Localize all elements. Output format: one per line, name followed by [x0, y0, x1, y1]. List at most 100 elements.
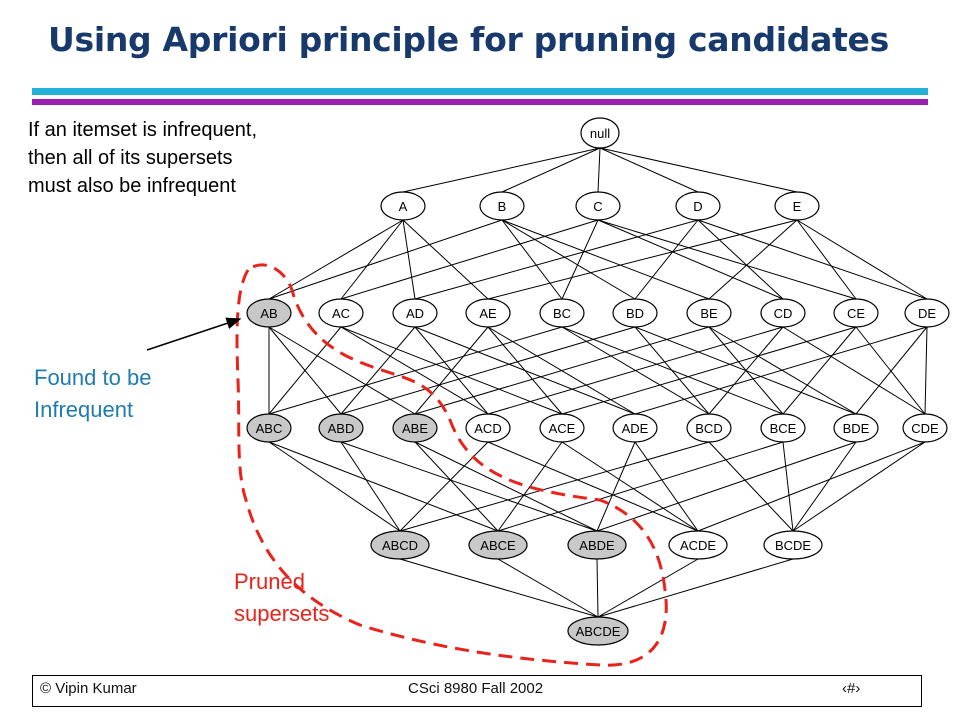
lattice-edge — [597, 558, 699, 618]
lattice-edge — [708, 441, 794, 532]
itemset-node-shape — [465, 413, 511, 443]
itemset-node-label: ADE — [622, 421, 649, 436]
itemset-node-null: null — [580, 117, 620, 149]
itemset-node-label: ABDE — [579, 538, 615, 553]
lattice-edge — [399, 441, 489, 532]
lattice-edge — [268, 326, 416, 415]
itemset-node-a: A — [380, 191, 426, 221]
itemset-node-ae: AE — [465, 298, 511, 328]
title-rule-blue — [32, 88, 928, 95]
title-rule-purple — [32, 99, 928, 105]
itemset-node-shape — [612, 413, 658, 443]
itemset-node-label: CDE — [911, 421, 939, 436]
itemset-node-bcde: BCDE — [763, 530, 823, 560]
itemset-node-cde: CDE — [902, 413, 948, 443]
itemset-node-shape — [246, 298, 292, 328]
itemset-node-label: ABC — [256, 421, 283, 436]
lattice-edge — [782, 326, 857, 415]
itemset-node-label: B — [498, 199, 507, 214]
itemset-node-e: E — [774, 191, 820, 221]
itemset-node-abc: ABC — [246, 413, 292, 443]
caption-line: If an itemset is infrequent, — [28, 119, 258, 141]
lattice-edge — [708, 326, 784, 415]
lattice-edge — [634, 326, 710, 415]
itemset-node-label: E — [793, 199, 802, 214]
infrequent-arrow — [146, 317, 242, 351]
itemset-node-shape — [539, 298, 585, 328]
itemset-node-bcd: BCD — [686, 413, 732, 443]
lattice-edge — [634, 326, 928, 415]
lattice-edge — [414, 326, 489, 415]
caption-line: must also be infrequent — [28, 175, 236, 197]
itemset-node-label: BDE — [843, 421, 870, 436]
lattice-edge — [596, 441, 636, 532]
lattice-edge — [402, 219, 489, 300]
itemset-node-shape — [760, 298, 806, 328]
callout-line: supersets — [234, 601, 330, 626]
itemset-node-label: BCE — [770, 421, 797, 436]
lattice-edge — [501, 219, 710, 300]
lattice-edge — [340, 219, 599, 300]
lattice-edge — [399, 558, 599, 618]
itemset-node-abcde: ABCDE — [567, 616, 629, 646]
itemset-node-de: DE — [904, 298, 950, 328]
lattice-edge — [697, 219, 784, 300]
itemset-node-label: null — [590, 126, 610, 141]
lattice-edge — [487, 326, 563, 415]
itemset-node-shape — [675, 191, 721, 221]
itemset-node-label: ABCDE — [576, 624, 621, 639]
lattice-edge — [597, 558, 794, 618]
itemset-node-label: CE — [847, 306, 865, 321]
itemset-node-abe: ABE — [392, 413, 438, 443]
itemset-node-shape — [380, 191, 426, 221]
itemset-node-label: ABCD — [382, 538, 418, 553]
lattice-edge — [792, 441, 857, 532]
itemset-node-label: CD — [774, 306, 793, 321]
itemset-node-shape — [612, 298, 658, 328]
itemset-node-ace: ACE — [539, 413, 585, 443]
lattice-edge — [697, 441, 926, 532]
itemset-node-label: AB — [260, 306, 277, 321]
itemset-node-label: D — [693, 199, 702, 214]
lattice-edge — [414, 441, 499, 532]
lattice-edge — [782, 326, 926, 415]
lattice-edge — [501, 219, 636, 300]
itemset-node-shape — [575, 191, 621, 221]
itemset-node-label: AD — [406, 306, 424, 321]
itemset-node-abde: ABDE — [567, 530, 627, 560]
itemset-node-ade: ADE — [612, 413, 658, 443]
lattice-edge — [268, 326, 563, 415]
lattice-edge — [596, 441, 857, 532]
lattice-edge — [561, 441, 699, 532]
itemset-node-shape — [567, 616, 629, 646]
lattice-edge — [268, 219, 503, 300]
lattice-edge — [340, 219, 404, 300]
itemset-node-label: A — [399, 199, 408, 214]
itemset-node-label: C — [593, 199, 602, 214]
lattice-edge — [597, 219, 857, 300]
itemset-node-label: ABE — [402, 421, 428, 436]
itemset-node-label: AC — [332, 306, 350, 321]
itemset-node-shape — [902, 413, 948, 443]
itemset-node-ce: CE — [833, 298, 879, 328]
itemset-node-shape — [686, 298, 732, 328]
itemset-node-shape — [833, 413, 879, 443]
itemset-node-ab: AB — [246, 298, 292, 328]
lattice-edge — [597, 147, 601, 193]
itemset-node-shape — [318, 298, 364, 328]
itemset-node-label: BCD — [695, 421, 722, 436]
lattice-edge — [414, 219, 699, 300]
itemset-node-shape — [686, 413, 732, 443]
itemset-node-acd: ACD — [465, 413, 511, 443]
lattice-edge — [599, 147, 699, 193]
lattice-edge — [497, 441, 784, 532]
itemset-node-label: BC — [553, 306, 571, 321]
callout-line: Infrequent — [34, 397, 134, 422]
pruned-callout: Pruned supersets — [234, 566, 329, 630]
itemset-node-be: BE — [686, 298, 732, 328]
itemset-node-shape — [763, 530, 823, 560]
footer-author: © Vipin Kumar — [40, 680, 137, 697]
caption-line: then all of its supersets — [28, 147, 233, 169]
itemset-node-c: C — [575, 191, 621, 221]
